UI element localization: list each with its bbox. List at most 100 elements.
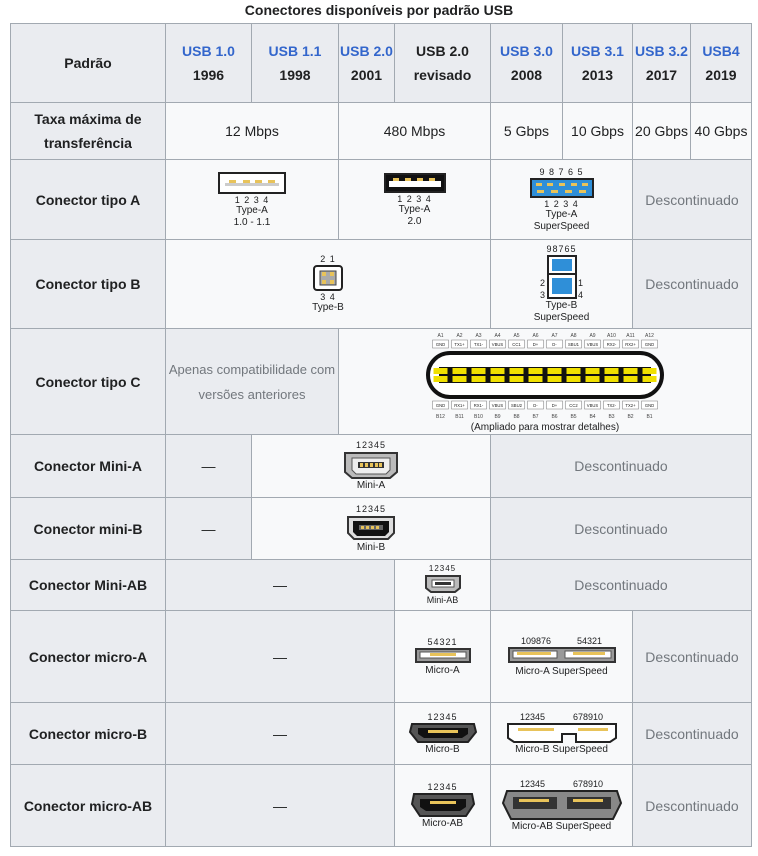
pin-numbers-left: 12345	[519, 778, 545, 789]
pin-signal-box	[622, 400, 639, 409]
pin-contact-top	[433, 367, 448, 374]
mini-b-cell: 12345 Mini-B	[251, 497, 491, 560]
pin-id-top: A12	[645, 333, 654, 339]
connector-caption: Micro-B SuperSpeed	[515, 743, 608, 755]
type-a-usb2-cell: 1 2 3 4 Type-A 2.0	[338, 159, 491, 240]
pin-signal-box	[527, 400, 544, 409]
version-year: 2017	[645, 67, 678, 83]
version-link[interactable]: USB 3.0	[500, 43, 553, 59]
type-a-connector-icon	[218, 171, 286, 194]
pin-signal-bottom: TX2-	[607, 403, 617, 408]
pin-numbers: 1 2 3 4	[397, 193, 432, 204]
version-year: 2013	[581, 67, 614, 83]
connector-caption: Micro-A SuperSpeed	[515, 665, 608, 677]
pin-contact-bottom	[547, 375, 562, 382]
pin-contact-top	[642, 367, 657, 374]
version-link[interactable]: USB 3.2	[635, 43, 688, 59]
pin-signal-top: RX2-	[607, 342, 617, 347]
pin-signal-box	[489, 339, 506, 348]
compat-note: Apenas compatibilidade com versões anter…	[165, 328, 339, 435]
not-applicable: —	[165, 559, 395, 611]
pin-id-bottom: B8	[513, 414, 519, 420]
micro-b-cell: 12345 Micro-B	[394, 702, 491, 765]
pin-contact-top	[547, 367, 562, 374]
table-caption: Conectores disponíveis por padrão USB	[244, 2, 514, 18]
pin-signal-bottom: VBUS	[492, 403, 504, 408]
discontinued-cell: Descontinuado	[632, 239, 752, 329]
row-label: Conector Mini-A	[10, 434, 166, 498]
diagram-note: (Ampliado para mostrar detalhes)	[470, 421, 620, 433]
pin-id-top: A11	[626, 333, 635, 339]
pin-signal-box	[470, 339, 487, 348]
version-year: 2008	[510, 67, 543, 83]
pin-id-bottom: B1	[646, 414, 652, 420]
pin-signal-top: GND	[436, 342, 445, 347]
pin-numbers: 54321	[427, 636, 458, 647]
pin-numbers-top: 98765	[546, 244, 577, 254]
pin-signal-box	[451, 339, 468, 348]
pin-contact-top	[490, 367, 505, 374]
pin-id-top: A4	[494, 333, 500, 339]
version-link[interactable]: USB 2.0	[340, 43, 393, 59]
pin-contact-top	[471, 367, 486, 374]
row-label: Conector Mini-AB	[10, 559, 166, 611]
pin-numbers-right: 678910	[572, 778, 604, 789]
type-a-connector-icon	[383, 172, 446, 193]
pin-id-top: A5	[513, 333, 519, 339]
pin-contact-bottom	[566, 375, 581, 382]
mini-ab-connector-icon	[424, 575, 461, 593]
micro-a-superspeed-connector-icon	[507, 646, 616, 663]
pin-contact-bottom	[471, 375, 486, 382]
pin-id-top: A8	[570, 333, 576, 339]
pin-signal-box	[432, 400, 449, 409]
svg-text:1: 1	[578, 278, 583, 288]
pin-contact-top	[604, 367, 619, 374]
pin-contact-bottom	[433, 375, 448, 382]
standard-header: Padrão	[10, 23, 166, 103]
pin-signal-box	[603, 400, 620, 409]
pin-signal-top: RX2+	[625, 342, 636, 347]
pin-numbers-top: 9 8 7 6 5	[539, 166, 584, 177]
row-label: Conector tipo B	[10, 239, 166, 329]
pin-numbers: 1 2 3 4	[234, 194, 270, 205]
pin-signal-box	[432, 339, 449, 348]
type-a-row: Conector tipo A 1 2 3 4 Type-A 1.0 - 1.1…	[10, 159, 752, 240]
pin-signal-bottom: GND	[436, 403, 445, 408]
pin-signal-box	[470, 400, 487, 409]
version-link[interactable]: USB 1.1	[268, 43, 322, 59]
micro-b-superspeed-connector-icon	[506, 722, 617, 743]
pin-numbers: 12345	[428, 564, 457, 573]
rate-value: 10 Gbps	[562, 102, 633, 160]
pin-signal-box	[603, 339, 620, 348]
rate-value: 20 Gbps	[632, 102, 691, 160]
version-link[interactable]: USB4	[702, 43, 740, 59]
pin-signal-box	[546, 400, 563, 409]
mini-a-row: Conector Mini-A — 12345 Mini-A Descontin…	[10, 434, 752, 498]
type-a-superspeed-cell: 9 8 7 6 5 1 2 3 4 Type-A SuperSpeed	[490, 159, 633, 240]
discontinued-cell: Descontinuado	[632, 764, 752, 847]
version-link[interactable]: USB 1.0	[182, 43, 235, 59]
pin-numbers-right: 54321	[577, 635, 603, 646]
pin-id-bottom: B2	[627, 414, 633, 420]
pin-signal-box	[565, 400, 582, 409]
pin-signal-box	[584, 400, 601, 409]
mini-b-connector-icon	[347, 515, 395, 540]
pin-numbers-left: 12345	[519, 711, 545, 722]
connector-subcaption: SuperSpeed	[533, 312, 590, 323]
pin-numbers-bottom: 3 4	[320, 292, 336, 302]
connector-caption: Type-B	[312, 302, 344, 313]
pin-signal-bottom: SBU2	[511, 403, 523, 408]
micro-b-connector-icon	[408, 722, 477, 743]
version-link[interactable]: USB 3.1	[571, 43, 624, 59]
mini-ab-row: Conector Mini-AB — 12345 Mini-AB Descont…	[10, 559, 752, 611]
pin-id-top: A1	[437, 333, 443, 339]
pin-signal-top: GND	[645, 342, 654, 347]
connector-caption: Micro-AB SuperSpeed	[511, 820, 612, 832]
